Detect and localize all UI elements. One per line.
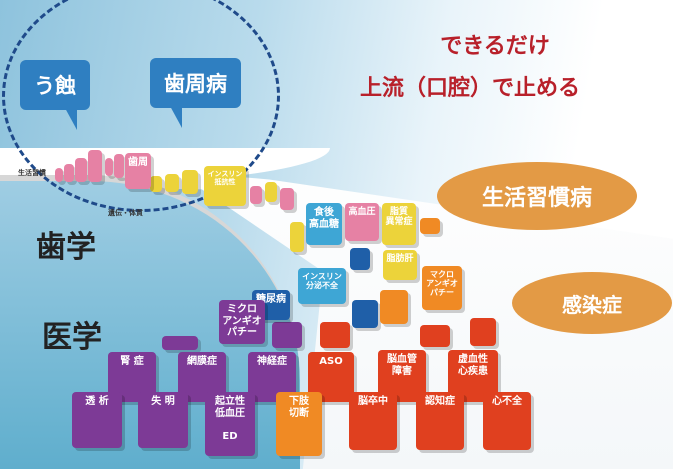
decorative-block (272, 322, 302, 348)
decorative-block (88, 150, 102, 182)
disease-block: 認知症 (416, 392, 464, 450)
disease-block: インスリン 分泌不全 (298, 268, 346, 304)
decorative-block (470, 318, 496, 346)
decorative-block (162, 336, 198, 350)
disease-block: 失 明 (138, 392, 188, 448)
decorative-block (114, 154, 124, 178)
disease-block: ミクロ アンギオ パチー (219, 300, 265, 344)
disease-block: 心不全 (483, 392, 531, 450)
label-lifestyle: 生活習慣 (18, 169, 46, 177)
decorative-block (150, 176, 162, 192)
decorative-block (55, 168, 63, 182)
decorative-block (420, 325, 450, 347)
oval-lifestyle-disease: 生活習慣病 (437, 162, 637, 230)
label-dentistry: 歯学 (36, 230, 96, 265)
decorative-block (165, 174, 179, 192)
disease-block: マクロ アンギオ パチー (422, 266, 462, 310)
disease-block: 高血圧 (345, 203, 379, 241)
decorative-block (75, 158, 87, 182)
decorative-block (320, 322, 350, 348)
decorative-block (182, 170, 198, 194)
decorative-block (64, 164, 74, 182)
disease-block: インスリン 抵抗性 (204, 166, 246, 206)
decorative-block (380, 290, 408, 324)
disease-block: 歯周 (125, 153, 151, 189)
disease-block: 神経症 (248, 352, 296, 402)
disease-block: 脂質 異常症 (382, 203, 416, 245)
disease-block: 起立性 低血圧 ED (205, 392, 255, 456)
bubble-caries: う蝕 (20, 60, 90, 130)
decorative-block (265, 182, 277, 202)
decorative-block (280, 188, 294, 210)
oral-region-dashed-ellipse (2, 0, 280, 212)
decorative-block (350, 248, 370, 270)
disease-block: 脳卒中 (349, 392, 397, 450)
decorative-block (352, 300, 378, 328)
decorative-block (105, 158, 113, 176)
label-medicine: 医学 (42, 320, 102, 355)
disease-block: 透 析 (72, 392, 122, 448)
decorative-block (290, 222, 304, 252)
label-heredity: 遺伝・体質 (108, 209, 143, 217)
disease-block: 脂肪肝 (383, 250, 417, 280)
disease-block: 食後 高血糖 (306, 203, 342, 245)
disease-block: 下肢 切断 (276, 392, 322, 456)
bubble-periodontal: 歯周病 (150, 58, 241, 128)
headline-line1: できるだけ (440, 34, 550, 59)
decorative-block (420, 218, 440, 234)
oval-infection: 感染症 (512, 272, 672, 334)
decorative-block (250, 186, 262, 204)
headline-line2: 上流（口腔）で止める (359, 76, 580, 101)
